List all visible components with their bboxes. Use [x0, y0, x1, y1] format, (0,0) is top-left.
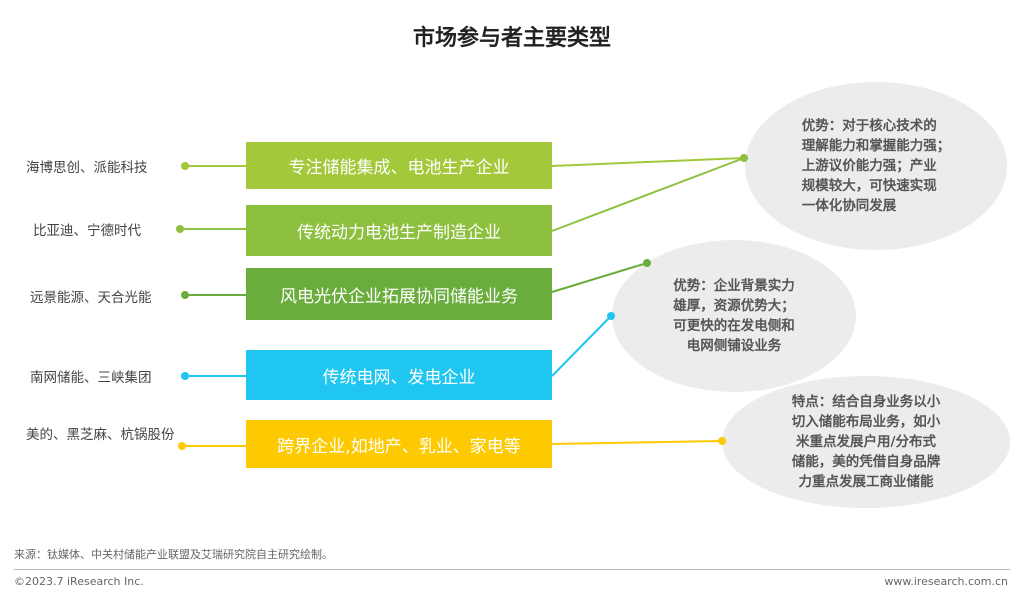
connector-right-3 — [551, 262, 648, 293]
dot-left-4 — [181, 372, 189, 380]
category-box-3: 风电光伏企业拓展协同储能业务 — [246, 268, 552, 320]
dot-right-4 — [607, 312, 615, 320]
connector-right-5 — [551, 440, 723, 445]
website-link[interactable]: www.iresearch.com.cn — [884, 575, 1008, 588]
copyright: ©2023.7 iResearch Inc. — [14, 575, 144, 588]
connector-right-2 — [551, 157, 745, 232]
dot-right-5 — [718, 437, 726, 445]
connector-right-1 — [551, 157, 745, 167]
company-label-2: 比亚迪、宁德时代 — [33, 223, 141, 239]
note-text-3: 特点：结合自身业务以小 切入储能布局业务，如小 米重点发展户用/分布式 储能，美… — [791, 394, 941, 490]
dot-left-2 — [176, 225, 184, 233]
connector-right-4 — [551, 315, 612, 377]
company-label-5: 美的、黑芝麻、杭锅股份 — [26, 427, 175, 443]
category-box-1: 专注储能集成、电池生产企业 — [246, 142, 552, 189]
company-label-1: 海博思创、派能科技 — [26, 160, 148, 176]
dot-left-1 — [181, 162, 189, 170]
category-box-4: 传统电网、发电企业 — [246, 350, 552, 400]
dot-right-1 — [740, 154, 748, 162]
category-box-5: 跨界企业,如地产、乳业、家电等 — [246, 420, 552, 468]
company-label-4: 南网储能、三峡集团 — [30, 370, 152, 386]
note-ellipse-2: 优势：企业背景实力 雄厚，资源优势大； 可更快的在发电侧和 电网侧铺设业务 — [612, 240, 856, 392]
dot-left-5 — [178, 442, 186, 450]
source-note: 来源：钛媒体、中关村储能产业联盟及艾瑞研究院自主研究绘制。 — [14, 548, 333, 561]
note-text-1: 优势：对于核心技术的 理解能力和掌握能力强； 上游议价能力强；产业 规模较大，可… — [801, 118, 951, 214]
dot-left-3 — [181, 291, 189, 299]
category-box-2: 传统动力电池生产制造企业 — [246, 205, 552, 256]
dot-right-3 — [643, 259, 651, 267]
page-title: 市场参与者主要类型 — [412, 26, 611, 51]
note-ellipse-1: 优势：对于核心技术的 理解能力和掌握能力强； 上游议价能力强；产业 规模较大，可… — [745, 82, 1007, 250]
note-text-2: 优势：企业背景实力 雄厚，资源优势大； 可更快的在发电侧和 电网侧铺设业务 — [673, 278, 795, 354]
footer-divider — [14, 569, 1010, 570]
note-ellipse-3: 特点：结合自身业务以小 切入储能布局业务，如小 米重点发展户用/分布式 储能，美… — [722, 376, 1010, 508]
company-label-3: 远景能源、天合光能 — [30, 290, 152, 306]
